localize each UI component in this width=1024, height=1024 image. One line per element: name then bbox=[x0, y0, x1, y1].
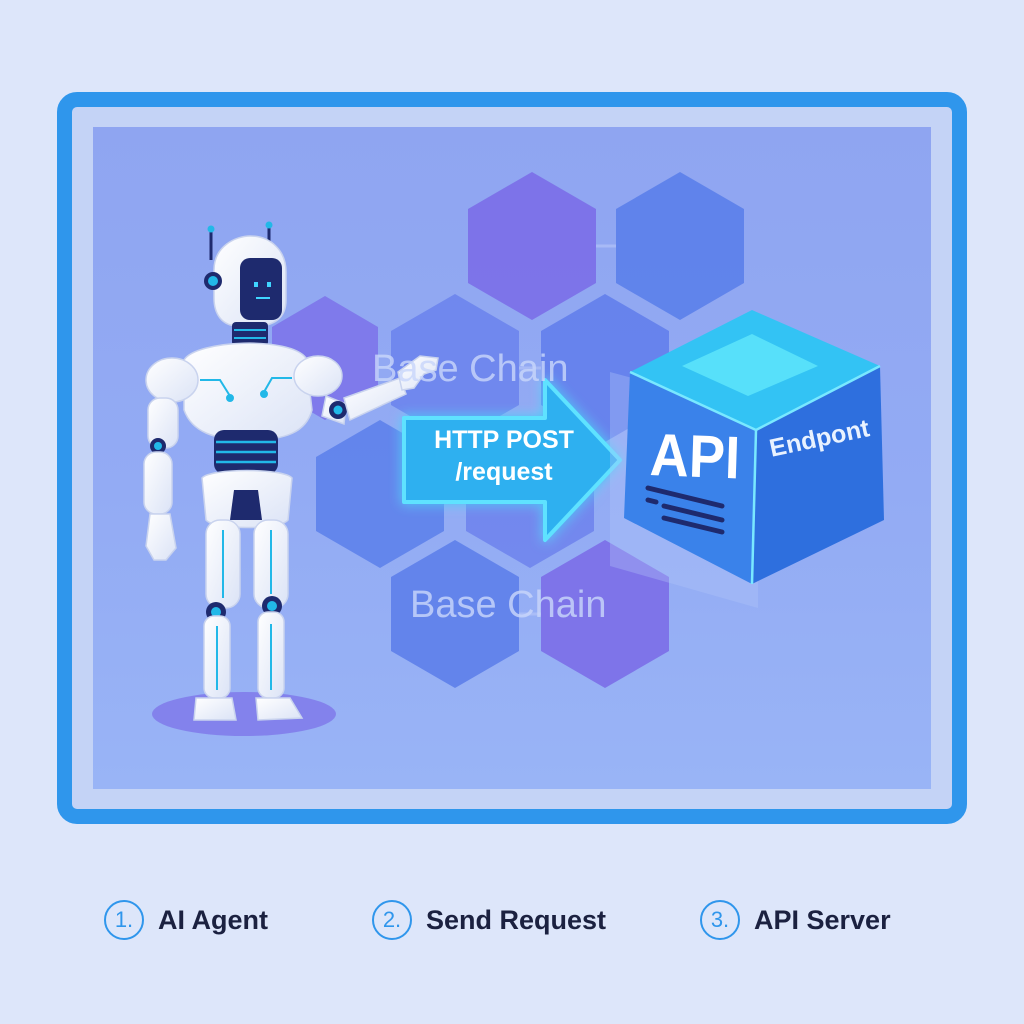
chain-label-top: Base Chain bbox=[372, 348, 569, 390]
arrow-label: HTTP POST /request bbox=[406, 424, 602, 488]
robot-icon bbox=[143, 221, 439, 736]
legend-item-send-request: 2. Send Request bbox=[372, 890, 606, 950]
api-label: API bbox=[648, 421, 742, 492]
hexagon bbox=[391, 294, 519, 442]
legend-number: 1. bbox=[104, 900, 144, 940]
arrow-icon bbox=[402, 378, 622, 542]
legend-item-api-server: 3. API Server bbox=[700, 890, 891, 950]
hexagon bbox=[616, 172, 744, 320]
legend-label: API Server bbox=[754, 904, 891, 935]
chain-label-bottom: Base Chain bbox=[410, 584, 607, 626]
legend-label: Send Request bbox=[426, 904, 607, 935]
hexagon bbox=[541, 540, 669, 688]
legend-label: AI Agent bbox=[158, 904, 268, 935]
hexagon bbox=[391, 540, 519, 688]
legend-number: 3. bbox=[700, 900, 740, 940]
legend: 1. AI Agent 2. Send Request 3. API Serve… bbox=[0, 890, 1024, 950]
arrow-method: HTTP POST bbox=[434, 426, 574, 454]
legend-number: 2. bbox=[372, 900, 412, 940]
arrow-path: /request bbox=[455, 458, 553, 486]
hexagon bbox=[468, 172, 596, 320]
legend-item-ai-agent: 1. AI Agent bbox=[104, 890, 268, 950]
cube-icon bbox=[610, 310, 884, 608]
